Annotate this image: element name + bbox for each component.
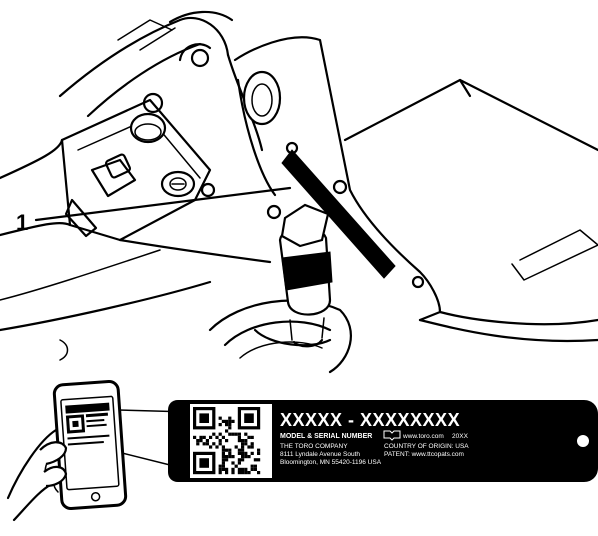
qr-code-icon xyxy=(190,404,272,478)
machine-body xyxy=(0,10,598,374)
callout-number: 1 xyxy=(16,210,28,235)
toggle-switch xyxy=(105,153,131,179)
joystick-grip xyxy=(281,251,333,291)
website: www.toro.com xyxy=(402,433,444,440)
panel-knob xyxy=(129,112,167,144)
phone-scan-illustration xyxy=(6,380,191,522)
address-line1: 8111 Lyndale Avenue South xyxy=(280,451,360,458)
serial-decal-location xyxy=(281,149,396,279)
model-serial-caption: MODEL & SERIAL NUMBER xyxy=(280,433,372,440)
label-tag xyxy=(168,400,598,482)
manual-book-icon xyxy=(383,430,401,441)
serial-number-label: XXXXX - XXXXXXXX MODEL & SERIAL NUMBER T… xyxy=(168,400,598,482)
country-of-origin: COUNTRY OF ORIGIN: USA xyxy=(384,443,469,450)
company-name: THE TORO COMPANY xyxy=(280,443,348,450)
joystick-top xyxy=(280,203,330,248)
patent: PATENT: www.ttcopats.com xyxy=(384,451,464,458)
year: 20XX xyxy=(452,433,469,440)
callout-1: 1 xyxy=(16,186,292,235)
panel-knob-top xyxy=(142,92,164,114)
leader-line xyxy=(34,186,292,222)
address-line2: Bloomington, MN 55420-1196 USA xyxy=(280,459,382,466)
label-hole xyxy=(577,435,589,447)
model-serial-placeholder: XXXXX - XXXXXXXX xyxy=(280,410,460,430)
plate-cutout xyxy=(242,70,282,126)
